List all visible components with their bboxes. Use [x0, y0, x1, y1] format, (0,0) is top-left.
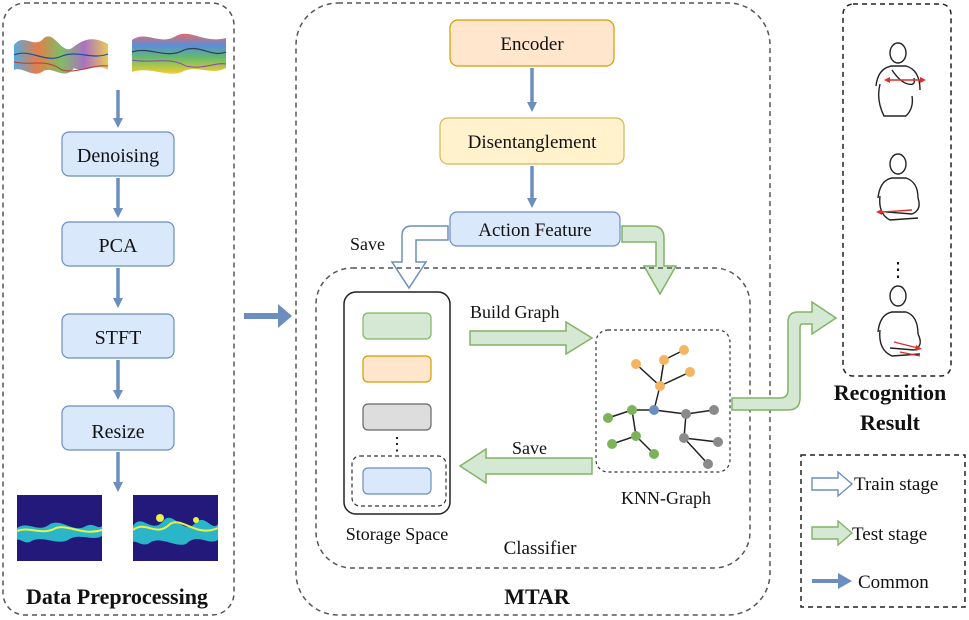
stft-label: STFT [95, 327, 142, 349]
encoder-box [449, 19, 615, 67]
save-bottom-label: Save [512, 438, 547, 458]
raw-signal-image-2 [131, 25, 227, 83]
mtar-panel [295, 2, 771, 616]
legend-common-swatch [812, 573, 852, 589]
knn-graph-box [595, 329, 731, 473]
gesture-figure-3 [877, 285, 921, 357]
gesture-figure-1 [875, 42, 921, 117]
storage-item-blue [362, 467, 432, 495]
denoising-box [61, 131, 175, 177]
mtar-title: MTAR [504, 584, 571, 609]
recognition-panel [842, 3, 952, 377]
preprocessing-panel [2, 2, 235, 616]
storage-space-label: Storage Space [346, 524, 448, 544]
recognition-ellipsis: ⋮ [888, 259, 908, 281]
pca-label: PCA [99, 235, 138, 257]
legend-test-label: Test stage [852, 524, 927, 545]
storage-space [343, 291, 451, 515]
pca-box [61, 221, 175, 267]
save-top-label: Save [350, 234, 385, 254]
gesture-arrow-2 [876, 209, 913, 215]
build-graph-label: Build Graph [470, 302, 560, 322]
test-arrow-to-knn [621, 225, 678, 296]
disentanglement-label: Disentanglement [468, 132, 597, 153]
classifier-panel [315, 267, 751, 569]
action-feature-box [449, 211, 621, 247]
storage-item-orange [362, 355, 432, 383]
legend-train-label: Train stage [854, 474, 938, 495]
gesture-figure-2 [877, 153, 920, 221]
action-feature-label: Action Feature [478, 220, 591, 241]
knn-graph-nodes [603, 345, 723, 469]
classifier-title: Classifier [504, 538, 577, 559]
knn-graph-label: KNN-Graph [621, 488, 711, 508]
preprocessing-title: Data Preprocessing [26, 584, 208, 609]
storage-ellipsis: ⋮ [388, 434, 406, 454]
gesture-arrow-1 [884, 77, 926, 83]
spectrogram-image-2 [132, 495, 219, 561]
raw-signal-image-1 [13, 25, 109, 83]
legend-train-swatch [811, 470, 854, 498]
legend-box [800, 454, 966, 608]
resize-label: Resize [91, 421, 144, 443]
storage-new-slot [351, 455, 447, 507]
spectrogram-image-1 [16, 495, 103, 561]
legend-test-swatch [811, 519, 854, 547]
storage-item-gray [362, 403, 432, 431]
knn-graph-edges [607, 349, 719, 465]
storage-item-green [362, 312, 432, 340]
disentanglement-box [439, 117, 625, 165]
encoder-label: Encoder [500, 34, 564, 55]
recognition-title-line1: Recognition [834, 380, 946, 405]
gesture-arrow-3 [893, 341, 922, 357]
legend-common-label: Common [858, 572, 929, 593]
build-graph-arrow [469, 320, 594, 356]
stft-box [61, 313, 175, 359]
save-arrow-to-storage [458, 447, 593, 485]
arrow-preprocessing-to-mtar-head [278, 304, 292, 328]
test-arrow-to-recognition [731, 300, 838, 411]
denoising-label: Denoising [77, 145, 159, 167]
train-arrow-to-storage [390, 225, 449, 290]
recognition-title-line2: Result [860, 410, 921, 435]
resize-box [61, 405, 175, 451]
